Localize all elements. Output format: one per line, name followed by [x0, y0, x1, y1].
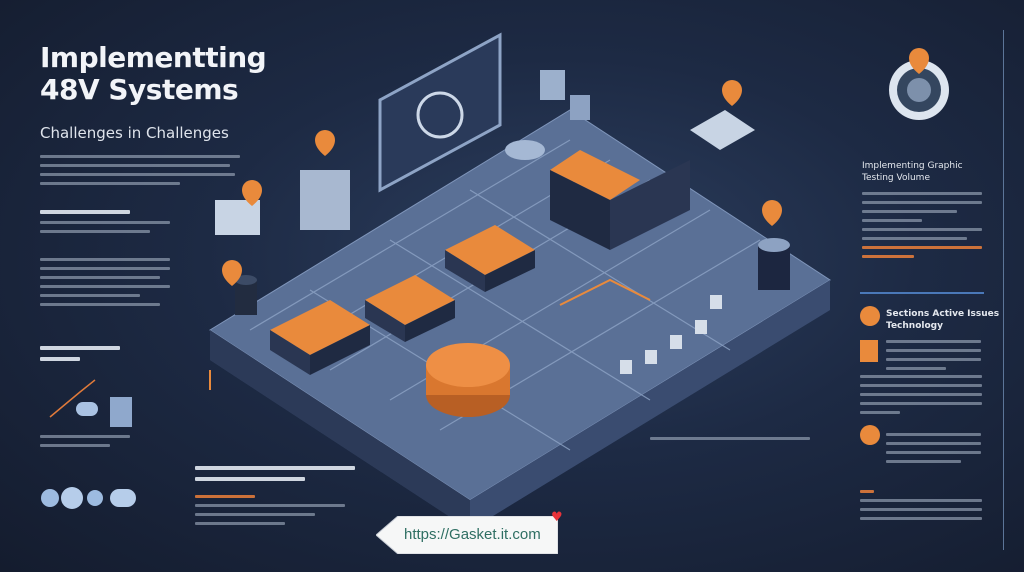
right-border-line — [1003, 30, 1004, 550]
intro-paragraph — [40, 155, 240, 191]
bottom-right-caption — [650, 437, 810, 446]
right-section-4-text — [860, 490, 982, 526]
bottom-section-title — [195, 466, 355, 488]
url-text[interactable]: https://Gasket.it.com — [404, 526, 541, 543]
section-2-icon — [860, 306, 880, 326]
page-title: Implementting 48V Systems — [40, 41, 267, 106]
left-section-3 — [40, 346, 120, 368]
left-icons — [41, 379, 136, 509]
right-section-3-text — [886, 433, 981, 469]
platform-illustration — [209, 32, 831, 530]
top-right-gauge-icon — [889, 48, 949, 120]
page-subtitle: Challenges in Challenges — [40, 124, 229, 142]
bottom-section-text — [195, 495, 345, 531]
right-section-2-more — [860, 375, 982, 420]
heart-icon: ♥ — [551, 510, 563, 525]
url-label[interactable]: https://Gasket.it.com — [376, 516, 558, 554]
left-section-2 — [40, 258, 170, 312]
right-section-1-text — [862, 192, 982, 264]
right-section-2-title: Sections Active Issues Technology — [886, 309, 1000, 331]
right-section-2-text — [886, 340, 981, 376]
right-section-1-title: Implementing Graphic Testing Volume — [862, 161, 963, 183]
alert-icon — [860, 425, 880, 445]
left-section-4 — [40, 435, 130, 453]
document-icon — [860, 340, 878, 362]
right-divider — [860, 292, 984, 294]
left-section-1 — [40, 210, 170, 239]
